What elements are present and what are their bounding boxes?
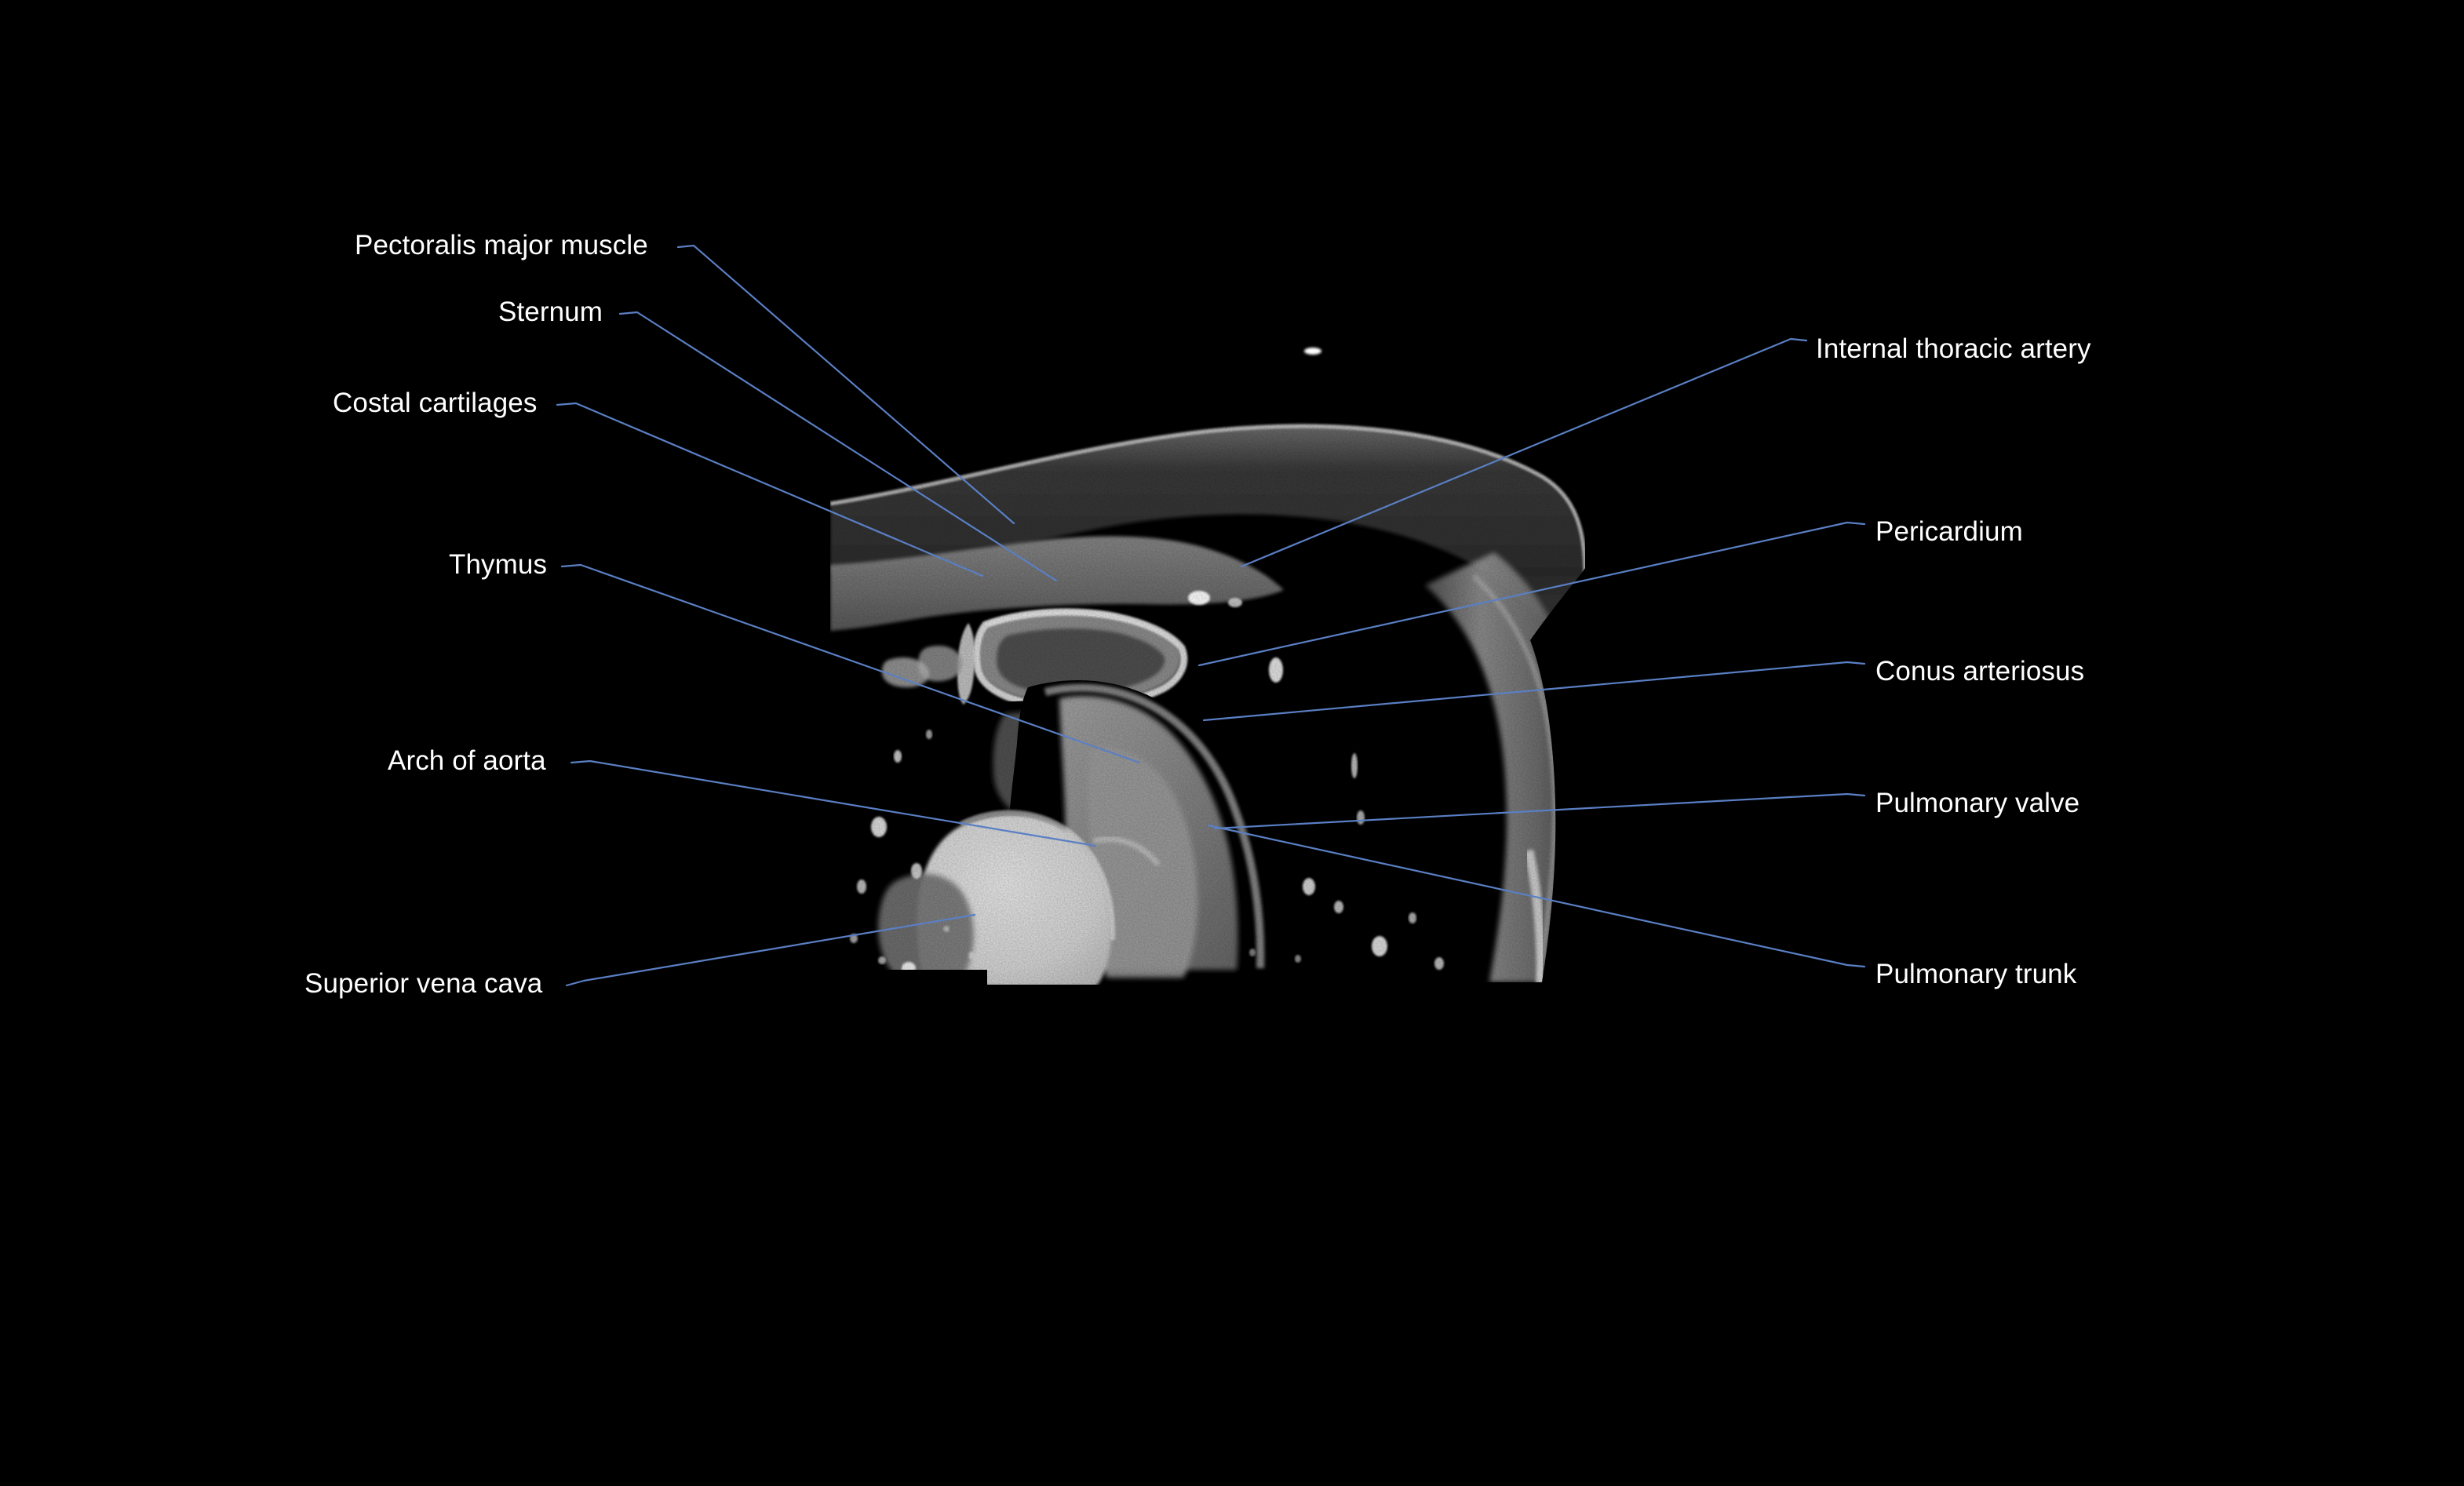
internal-thoracic-artery-branch <box>1269 657 1283 683</box>
label-text: Pulmonary trunk <box>1875 959 2077 989</box>
label-text: Internal thoracic artery <box>1816 333 2091 364</box>
label-sternum: Sternum <box>498 297 603 328</box>
pulmonary-trunk-lumen <box>1088 747 1198 978</box>
label-text: Pectoralis major muscle <box>355 230 648 260</box>
ct-bottom-ragged-edge <box>830 970 987 987</box>
label-pectoralis-major-muscle: Pectoralis major muscle <box>355 230 648 261</box>
label-pericardium: Pericardium <box>1875 516 2023 548</box>
label-text: Sternum <box>498 297 603 327</box>
fiducial-marker-icon <box>1304 348 1321 355</box>
label-text: Thymus <box>449 549 548 580</box>
label-pulmonary-trunk: Pulmonary trunk <box>1875 959 2076 990</box>
label-superior-vena-cava: Superior vena cava <box>304 968 542 1000</box>
label-thymus: Thymus <box>449 549 547 581</box>
label-text: Conus arteriosus <box>1875 656 2085 687</box>
ct-bottom-ragged-edge-3 <box>1380 982 1585 987</box>
label-text: Pulmonary valve <box>1875 788 2080 818</box>
label-conus-arteriosus: Conus arteriosus <box>1875 656 2084 687</box>
label-costal-cartilages: Costal cartilages <box>333 388 537 419</box>
superior-vena-cava-lumen <box>878 873 974 985</box>
label-text: Costal cartilages <box>333 388 538 418</box>
label-pulmonary-valve: Pulmonary valve <box>1875 788 2079 819</box>
internal-thoracic-artery-vessel-2 <box>1228 598 1242 607</box>
label-text: Arch of aorta <box>388 745 546 776</box>
ct-scan-canvas <box>830 411 1585 987</box>
ct-scan-image <box>830 411 1585 987</box>
label-internal-thoracic-artery: Internal thoracic artery <box>1816 333 2091 365</box>
internal-thoracic-artery-vessel <box>1188 591 1210 605</box>
pulmonary-valve-leaflets <box>1093 836 1161 867</box>
label-text: Superior vena cava <box>304 968 543 999</box>
label-text: Pericardium <box>1875 516 2023 547</box>
label-arch-of-aorta: Arch of aorta <box>388 745 546 777</box>
ct-bottom-ragged-edge-2 <box>1270 978 1380 987</box>
